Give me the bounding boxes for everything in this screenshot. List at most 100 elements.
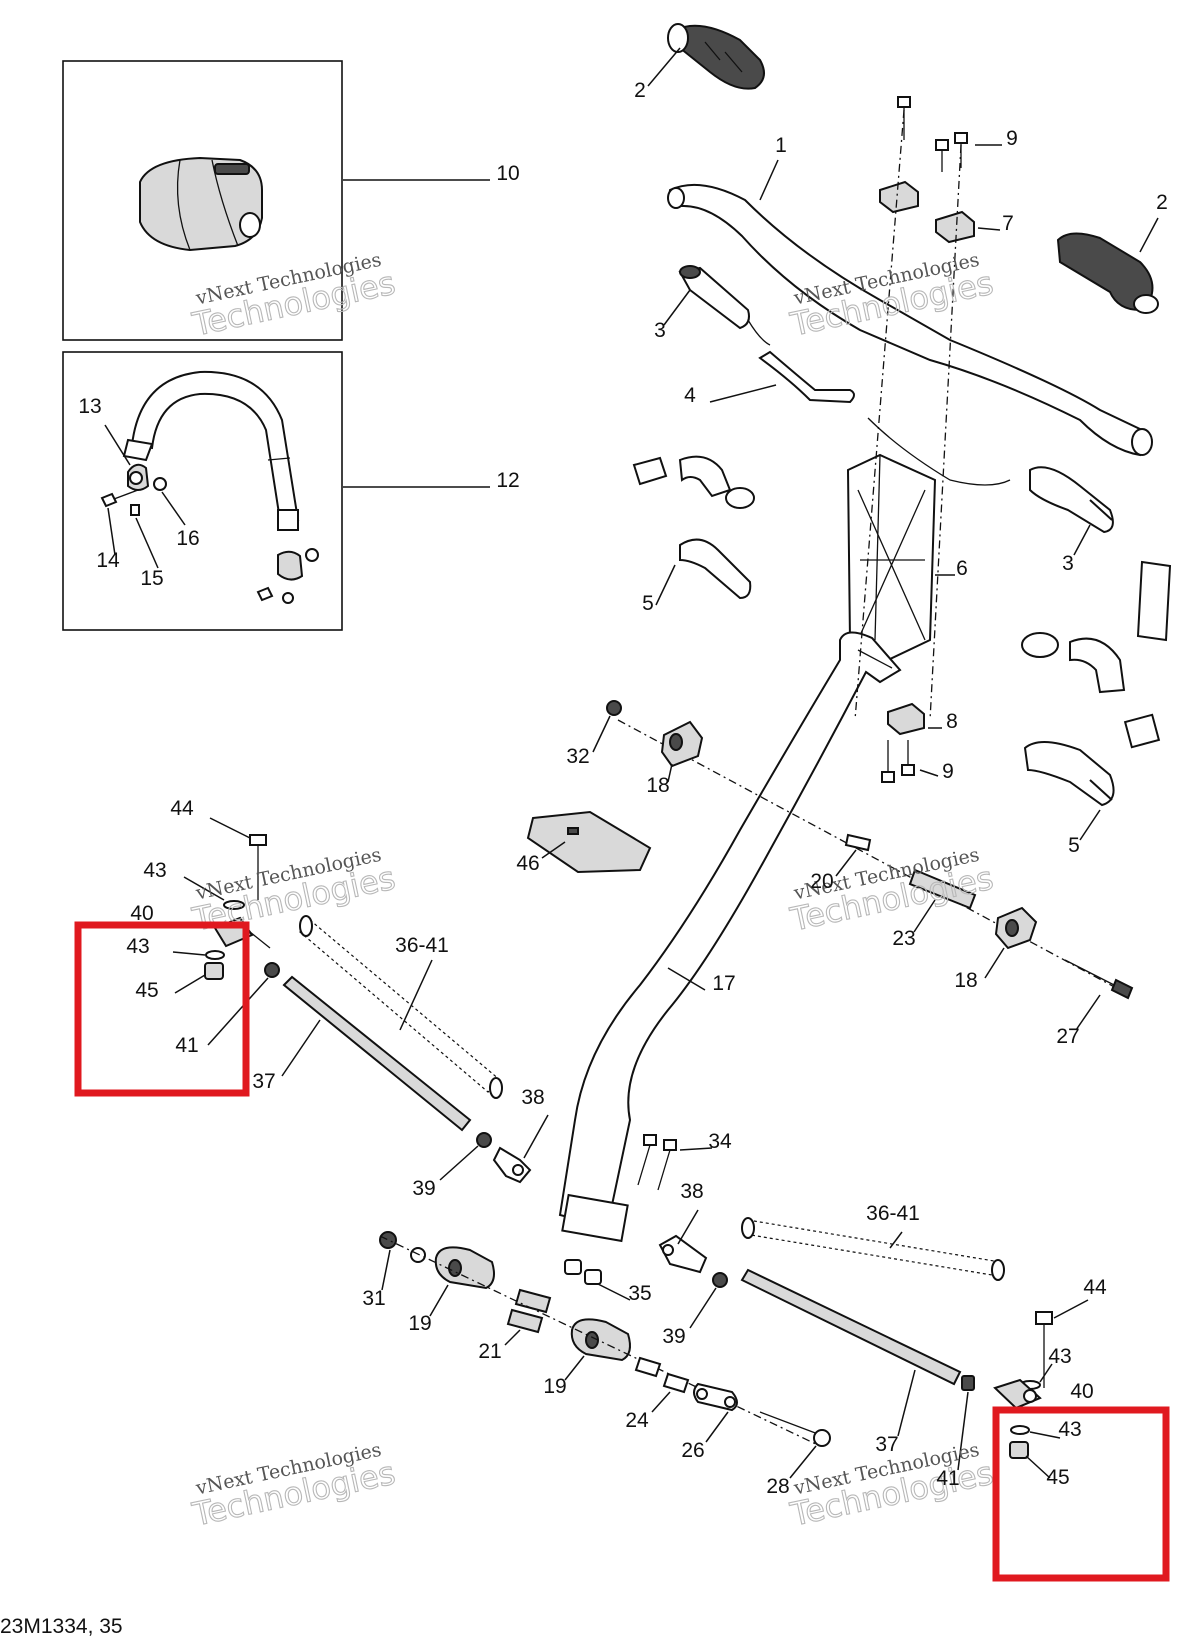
part-16-nut <box>153 477 167 491</box>
part-10-handlebar-pad <box>139 156 263 252</box>
callout-c18a: 18 <box>646 774 669 797</box>
part-19-bearing-left <box>434 1246 495 1290</box>
upper-small-parts-right <box>1021 632 1161 807</box>
callout-c40b: 40 <box>1070 1380 1093 1403</box>
part-21-bushings <box>506 1288 552 1334</box>
part-9-bolts-top <box>897 96 968 172</box>
callout-c39a: 39 <box>412 1177 435 1200</box>
callout-c44a: 44 <box>170 797 194 820</box>
centerline-b <box>929 144 962 721</box>
callout-c19b: 19 <box>543 1375 566 1398</box>
callout-c41a: 41 <box>175 1034 198 1057</box>
lower-clamp-set <box>256 548 319 604</box>
callout-c35: 35 <box>628 1282 651 1305</box>
callout-c45a: 45 <box>135 979 158 1002</box>
callout-c13: 13 <box>78 395 101 418</box>
callout-c40a: 40 <box>130 902 153 925</box>
part-41-nut-right <box>961 1375 975 1391</box>
callout-c43c: 43 <box>1048 1345 1071 1368</box>
callout-c3a: 3 <box>654 319 666 342</box>
callout-c5a: 5 <box>642 592 654 615</box>
part-8-clamp-lower <box>887 702 925 736</box>
callout-c2a: 2 <box>634 79 646 102</box>
callout-c32: 32 <box>566 745 589 768</box>
part-35-bushings <box>564 1259 602 1285</box>
part-12-u-bar <box>122 370 300 531</box>
part-41-nut-left <box>264 962 280 978</box>
part-38-rod-end-lower <box>658 1234 708 1274</box>
callout-c36b: 36-41 <box>866 1202 920 1225</box>
part-13-clamp <box>127 463 150 491</box>
callout-c3b: 3 <box>1062 552 1074 575</box>
callout-c6: 6 <box>956 557 968 580</box>
part-34-bolts <box>637 1134 677 1191</box>
callout-c15: 15 <box>140 567 163 590</box>
part-18-bearing-lower <box>994 906 1038 950</box>
inset-box-10 <box>62 60 343 341</box>
callout-c21: 21 <box>478 1340 501 1363</box>
part-19-bearing-right <box>570 1318 631 1362</box>
upper-small-parts-left <box>632 455 755 600</box>
callout-c44b: 44 <box>1083 1276 1107 1299</box>
part-45-bushing-left <box>204 962 224 980</box>
part-43-washer-upper-left <box>223 900 245 910</box>
connector-right <box>1136 560 1172 642</box>
callout-c43d: 43 <box>1058 1418 1081 1441</box>
part-1-handlebar <box>667 183 1153 457</box>
part-46-plate <box>526 810 652 874</box>
callout-c20: 20 <box>810 870 833 893</box>
callout-c18b: 18 <box>954 969 977 992</box>
part-39-nut-lower <box>712 1272 728 1288</box>
callout-c31: 31 <box>362 1287 385 1310</box>
part-2-grip-right <box>1056 232 1159 314</box>
callout-c2b: 2 <box>1156 191 1168 214</box>
part-26-link <box>693 1382 738 1412</box>
callout-c37b: 37 <box>875 1433 898 1456</box>
part-18-bearing-top <box>660 720 704 768</box>
callout-c41b: 41 <box>936 1467 959 1490</box>
callout-c7: 7 <box>1002 212 1014 235</box>
callout-c10: 10 <box>496 162 519 185</box>
callout-c28: 28 <box>766 1475 789 1498</box>
part-40-tie-rod-end-right <box>993 1378 1042 1410</box>
part-3-throttle-housing <box>678 265 750 330</box>
part-43-washer-lower-right <box>1010 1425 1030 1435</box>
highlight-box-left <box>74 921 250 1097</box>
callout-c43b: 43 <box>126 935 149 958</box>
part-23-bushing <box>908 868 977 910</box>
part-2-grip-top <box>667 23 765 90</box>
part-31-nut <box>379 1231 397 1249</box>
callout-c34: 34 <box>708 1130 732 1153</box>
callout-c46: 46 <box>516 852 539 875</box>
callout-c19a: 19 <box>408 1312 431 1335</box>
centerline-c <box>617 719 1121 991</box>
part-36-41-tie-rod-assembly-upper <box>299 915 503 1099</box>
part-15-spacer <box>130 504 140 516</box>
figure-reference: 23M1334, 35 <box>0 1615 123 1638</box>
part-6-riser <box>846 453 937 662</box>
callout-c8: 8 <box>946 710 958 733</box>
callout-c27: 27 <box>1056 1025 1079 1048</box>
part-4-cable <box>758 350 855 404</box>
part-20-spacer <box>844 833 872 852</box>
part-24-spacer <box>634 1356 690 1394</box>
callout-c26: 26 <box>681 1439 704 1462</box>
callout-c5b: 5 <box>1068 834 1080 857</box>
part-43-washer-lower-left <box>205 950 225 960</box>
part-27-bolt <box>1064 959 1134 1000</box>
part-37-tie-rod-upper <box>282 975 472 1132</box>
part-31-washer <box>410 1247 426 1263</box>
callout-c38b: 38 <box>680 1180 703 1203</box>
callout-c23: 23 <box>892 927 915 950</box>
part-37-tie-rod-lower <box>740 1268 962 1386</box>
callout-c17: 17 <box>712 972 735 995</box>
part-3-grip-heater <box>1029 466 1114 534</box>
callout-c16: 16 <box>176 527 199 550</box>
callout-c4: 4 <box>684 384 696 407</box>
callout-c24: 24 <box>625 1409 649 1432</box>
part-9-bolts-lower <box>881 740 915 783</box>
